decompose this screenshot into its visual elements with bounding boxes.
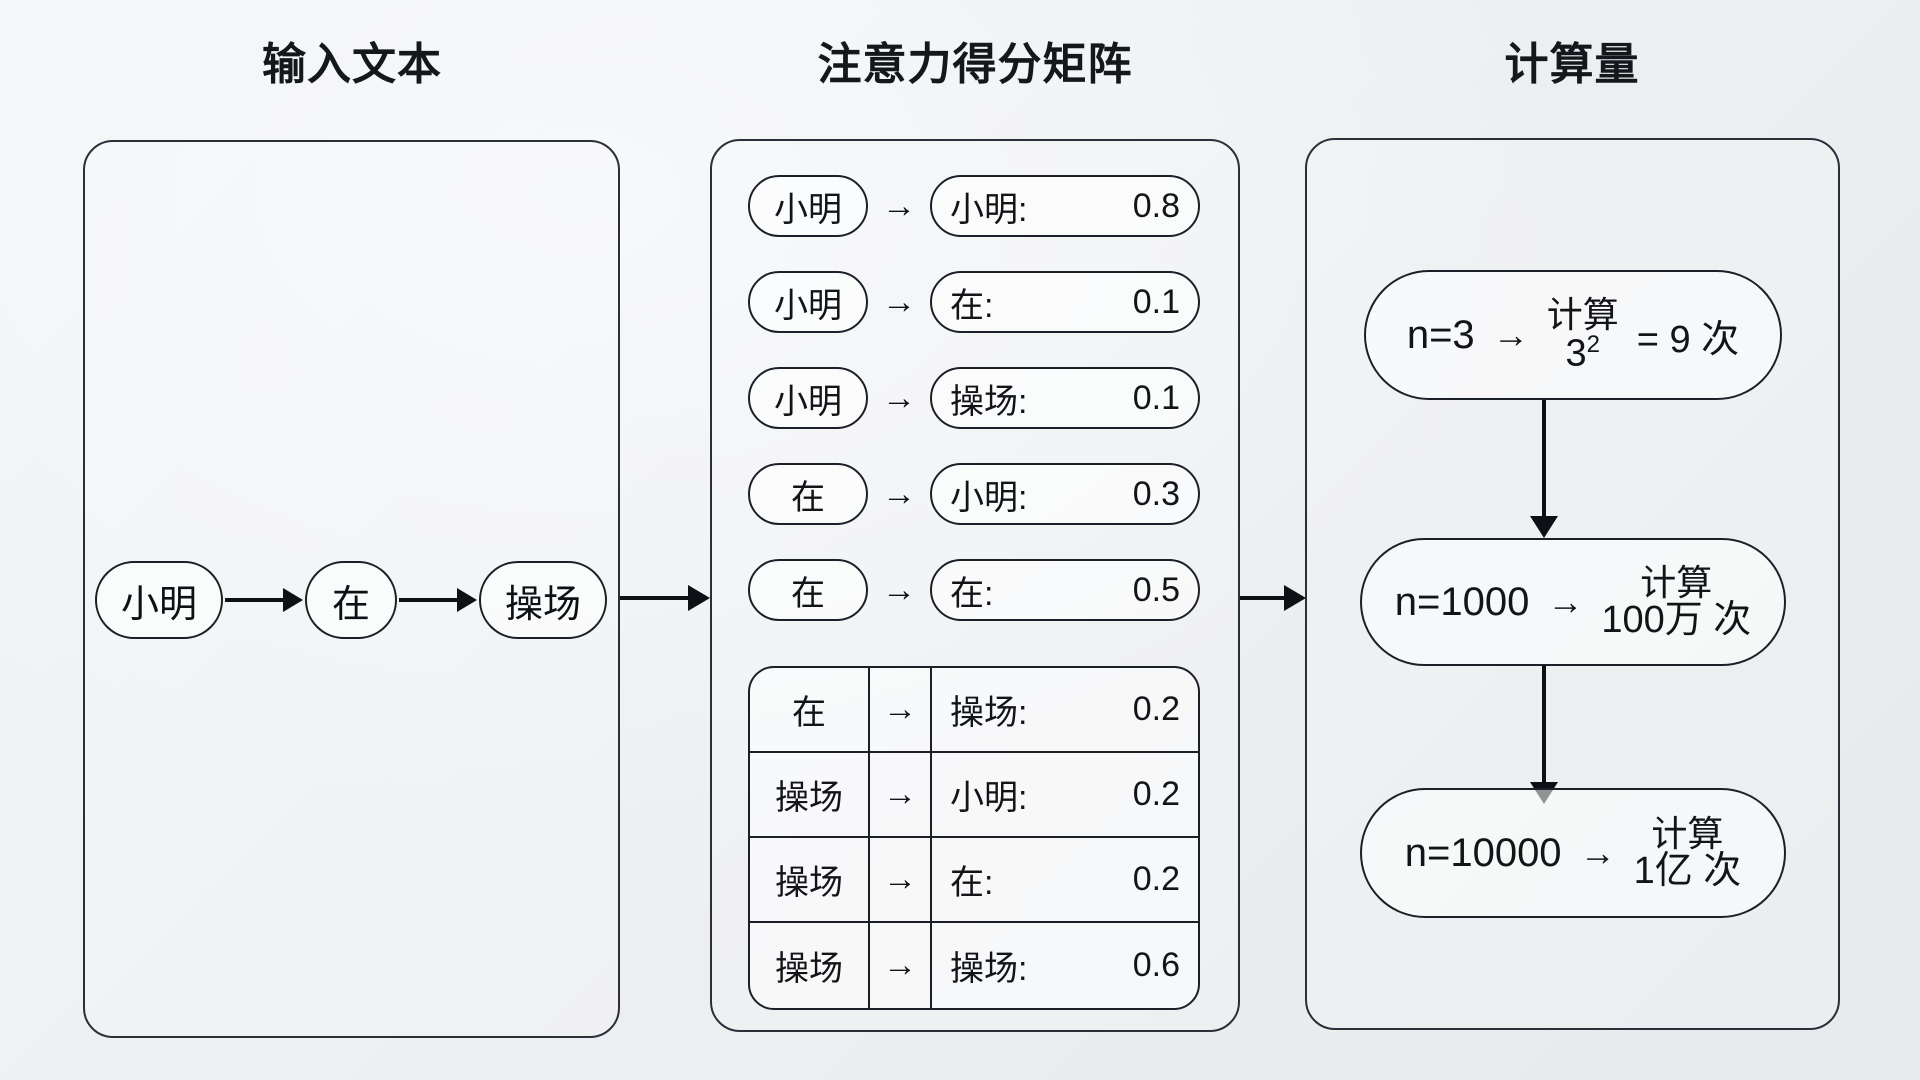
compute-fraction: 计算 32 [1546, 293, 1619, 375]
attention-target-label: 在: [950, 574, 994, 613]
compute-frac-exponent: 2 [1586, 331, 1600, 359]
attention-target-cell: 小明: 0.2 [932, 753, 1198, 836]
attention-row[interactable]: 操场 → 在: 0.2 [750, 838, 1198, 923]
attention-target-cell: 在: 0.1 [930, 271, 1200, 333]
attention-row[interactable]: 小明 → 小明: 0.8 [748, 168, 1200, 244]
compute-step-box-1[interactable]: n=1000 → 计算 100万 次 [1360, 538, 1786, 666]
attention-row[interactable]: 操场 → 操场: 0.6 [750, 923, 1198, 1008]
attention-source: 操场 [750, 838, 870, 921]
attention-row[interactable]: 在 → 在: 0.5 [748, 552, 1200, 628]
attention-target-label: 小明: [950, 779, 1028, 817]
input-token-chain: 小明 在 操场 [95, 545, 607, 655]
attention-arrow-icon: → [870, 923, 932, 1008]
attention-score: 0.1 [1132, 378, 1180, 417]
attention-arrow-icon: → [882, 570, 916, 609]
attention-target-cell: 操场: 0.1 [930, 367, 1200, 429]
attention-source: 在 [748, 559, 868, 621]
compute-step-arrow-0-icon [1542, 400, 1546, 538]
compute-frac-bottom: 100万 次 [1601, 598, 1752, 641]
attention-target-label: 操场: [950, 694, 1028, 732]
compute-frac-bottom: 32 [1565, 331, 1600, 375]
flow-arrow-attention-to-compute-icon [1240, 596, 1306, 600]
attention-row[interactable]: 在 → 小明: 0.3 [748, 456, 1200, 532]
flow-arrow-input-to-attention-icon [620, 596, 710, 600]
compute-n-label: n=10000 [1404, 830, 1562, 875]
compute-arrow-icon: → [1492, 314, 1529, 355]
token-pill-0[interactable]: 小明 [95, 561, 223, 639]
compute-fraction: 计算 100万 次 [1601, 561, 1752, 641]
compute-frac-top: 计算 [1651, 812, 1724, 854]
attention-target-label: 在: [950, 286, 994, 325]
attention-target-cell: 操场: 0.6 [932, 923, 1198, 1008]
attention-target-cell: 小明: 0.3 [930, 463, 1200, 525]
compute-result: = 9 次 [1636, 318, 1740, 361]
attention-score: 0.6 [1132, 946, 1180, 984]
compute-step-box-0[interactable]: n=3 → 计算 32 = 9 次 [1364, 270, 1782, 400]
attention-pill-rows: 小明 → 小明: 0.8 小明 → 在: 0.1 小明 → 操场: 0.1 在 [748, 168, 1200, 648]
attention-target-label: 小明: [950, 190, 1028, 229]
attention-target-label: 操场: [950, 950, 1028, 988]
attention-target-cell: 操场: 0.2 [932, 668, 1198, 751]
panel-title-compute: 计算量 [1504, 40, 1640, 89]
attention-score: 0.2 [1132, 690, 1180, 728]
compute-n-label: n=1000 [1394, 579, 1530, 624]
attention-score: 0.2 [1132, 775, 1180, 813]
attention-target-cell: 小明: 0.8 [930, 175, 1200, 237]
compute-step-box-2[interactable]: n=10000 → 计算 1亿 次 [1360, 788, 1786, 918]
attention-target-label: 在: [950, 864, 994, 902]
token-pill-1[interactable]: 在 [305, 561, 397, 639]
attention-source: 小明 [748, 175, 868, 237]
attention-score: 0.8 [1132, 186, 1180, 225]
attention-source: 在 [748, 463, 868, 525]
attention-arrow-icon: → [870, 838, 932, 921]
compute-n-label: n=3 [1406, 312, 1475, 357]
compute-step-arrow-1-icon [1542, 666, 1546, 804]
attention-row[interactable]: 操场 → 小明: 0.2 [750, 753, 1198, 838]
panel-title-attention: 注意力得分矩阵 [817, 40, 1133, 89]
compute-fraction: 计算 1亿 次 [1633, 812, 1742, 892]
attention-arrow-icon: → [882, 378, 916, 417]
attention-source: 操场 [750, 923, 870, 1008]
compute-frac-bottom: 1亿 次 [1633, 849, 1742, 892]
attention-arrow-icon: → [882, 282, 916, 321]
attention-target-label: 操场: [950, 382, 1028, 421]
attention-arrow-icon: → [882, 474, 916, 513]
attention-score: 0.3 [1132, 474, 1180, 513]
attention-target-cell: 在: 0.5 [930, 559, 1200, 621]
compute-frac-base: 3 [1565, 332, 1587, 375]
attention-source: 小明 [748, 367, 868, 429]
attention-source: 小明 [748, 271, 868, 333]
attention-arrow-icon: → [870, 753, 932, 836]
compute-frac-top: 计算 [1640, 561, 1713, 603]
attention-target-cell: 在: 0.2 [932, 838, 1198, 921]
token-pill-2[interactable]: 操场 [479, 561, 607, 639]
attention-arrow-icon: → [870, 668, 932, 751]
compute-frac-top: 计算 [1546, 293, 1619, 335]
attention-arrow-icon: → [882, 186, 916, 225]
compute-arrow-icon: → [1579, 832, 1616, 873]
attention-grid-rows: 在 → 操场: 0.2 操场 → 小明: 0.2 操场 → 在: 0.2 操场 [748, 666, 1200, 1010]
token-arrow-0-icon [225, 598, 303, 602]
attention-source: 操场 [750, 753, 870, 836]
panel-title-input: 输入文本 [262, 40, 442, 89]
attention-row[interactable]: 在 → 操场: 0.2 [750, 668, 1198, 753]
attention-score: 0.2 [1132, 860, 1180, 898]
attention-row[interactable]: 小明 → 操场: 0.1 [748, 360, 1200, 436]
compute-arrow-icon: → [1547, 581, 1584, 622]
attention-row[interactable]: 小明 → 在: 0.1 [748, 264, 1200, 340]
attention-score: 0.1 [1132, 282, 1180, 321]
token-arrow-1-icon [399, 598, 477, 602]
attention-target-label: 小明: [950, 478, 1028, 517]
attention-score: 0.5 [1132, 570, 1180, 609]
attention-source: 在 [750, 668, 870, 751]
